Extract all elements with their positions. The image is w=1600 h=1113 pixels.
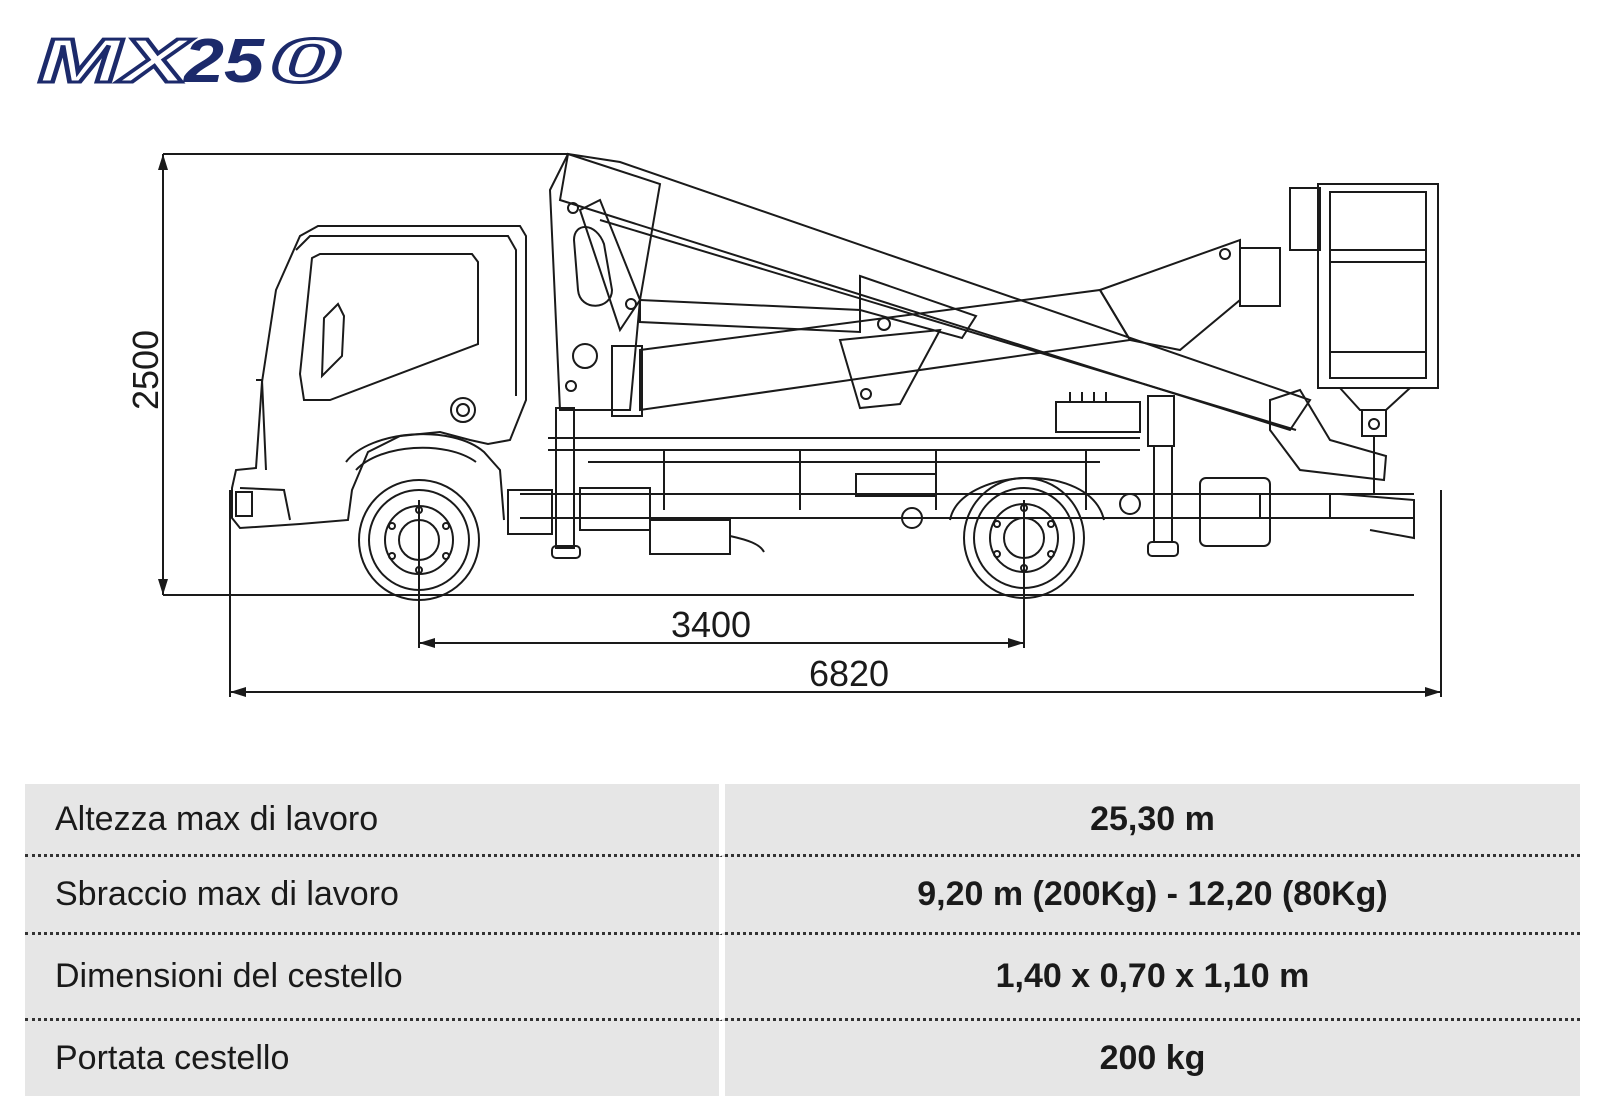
- svg-text:0: 0: [270, 30, 340, 88]
- work-basket: [1289, 183, 1439, 494]
- lower-boom: [639, 238, 1281, 412]
- spec-row: Dimensioni del cestello 1,40 x 0,70 x 1,…: [25, 935, 1580, 1021]
- spec-label: Portata cestello: [25, 1021, 719, 1096]
- wheelbase-dimension-label: 3400: [671, 604, 751, 645]
- svg-text:MX: MX: [38, 30, 194, 88]
- boom-turret: [548, 152, 662, 417]
- upper-boom: [558, 152, 1388, 482]
- spec-row: Altezza max di lavoro 25,30 m: [25, 784, 1580, 857]
- spec-label: Dimensioni del cestello: [25, 935, 719, 1021]
- spec-value: 200 kg: [719, 1021, 1580, 1096]
- height-dimension-label: 2500: [125, 330, 166, 410]
- mx250-logo: MX 25 0: [37, 30, 342, 88]
- truck-cab: [231, 225, 527, 530]
- spec-label: Sbraccio max di lavoro: [25, 857, 719, 935]
- length-dimension: 6820: [229, 490, 1442, 697]
- specification-table: Altezza max di lavoro 25,30 m Sbraccio m…: [25, 784, 1580, 1096]
- svg-text:25: 25: [183, 30, 266, 88]
- spec-row: Portata cestello 200 kg: [25, 1021, 1580, 1096]
- spec-value: 9,20 m (200Kg) - 12,20 (80Kg): [719, 857, 1580, 935]
- length-dimension-label: 6820: [809, 653, 889, 694]
- truck-chassis: [507, 437, 1415, 555]
- truck-side-view-drawing: 2500 3400 6820: [125, 152, 1442, 697]
- wheelbase-dimension: 3400: [418, 500, 1025, 648]
- spec-value: 25,30 m: [719, 784, 1580, 857]
- spec-value: 1,40 x 0,70 x 1,10 m: [719, 935, 1580, 1021]
- height-dimension: 2500: [125, 153, 568, 595]
- spec-row: Sbraccio max di lavoro 9,20 m (200Kg) - …: [25, 857, 1580, 935]
- front-wheel: [358, 479, 480, 601]
- spec-label: Altezza max di lavoro: [25, 784, 719, 857]
- outriggers: [551, 395, 1179, 559]
- rear-wheel: [949, 477, 1105, 599]
